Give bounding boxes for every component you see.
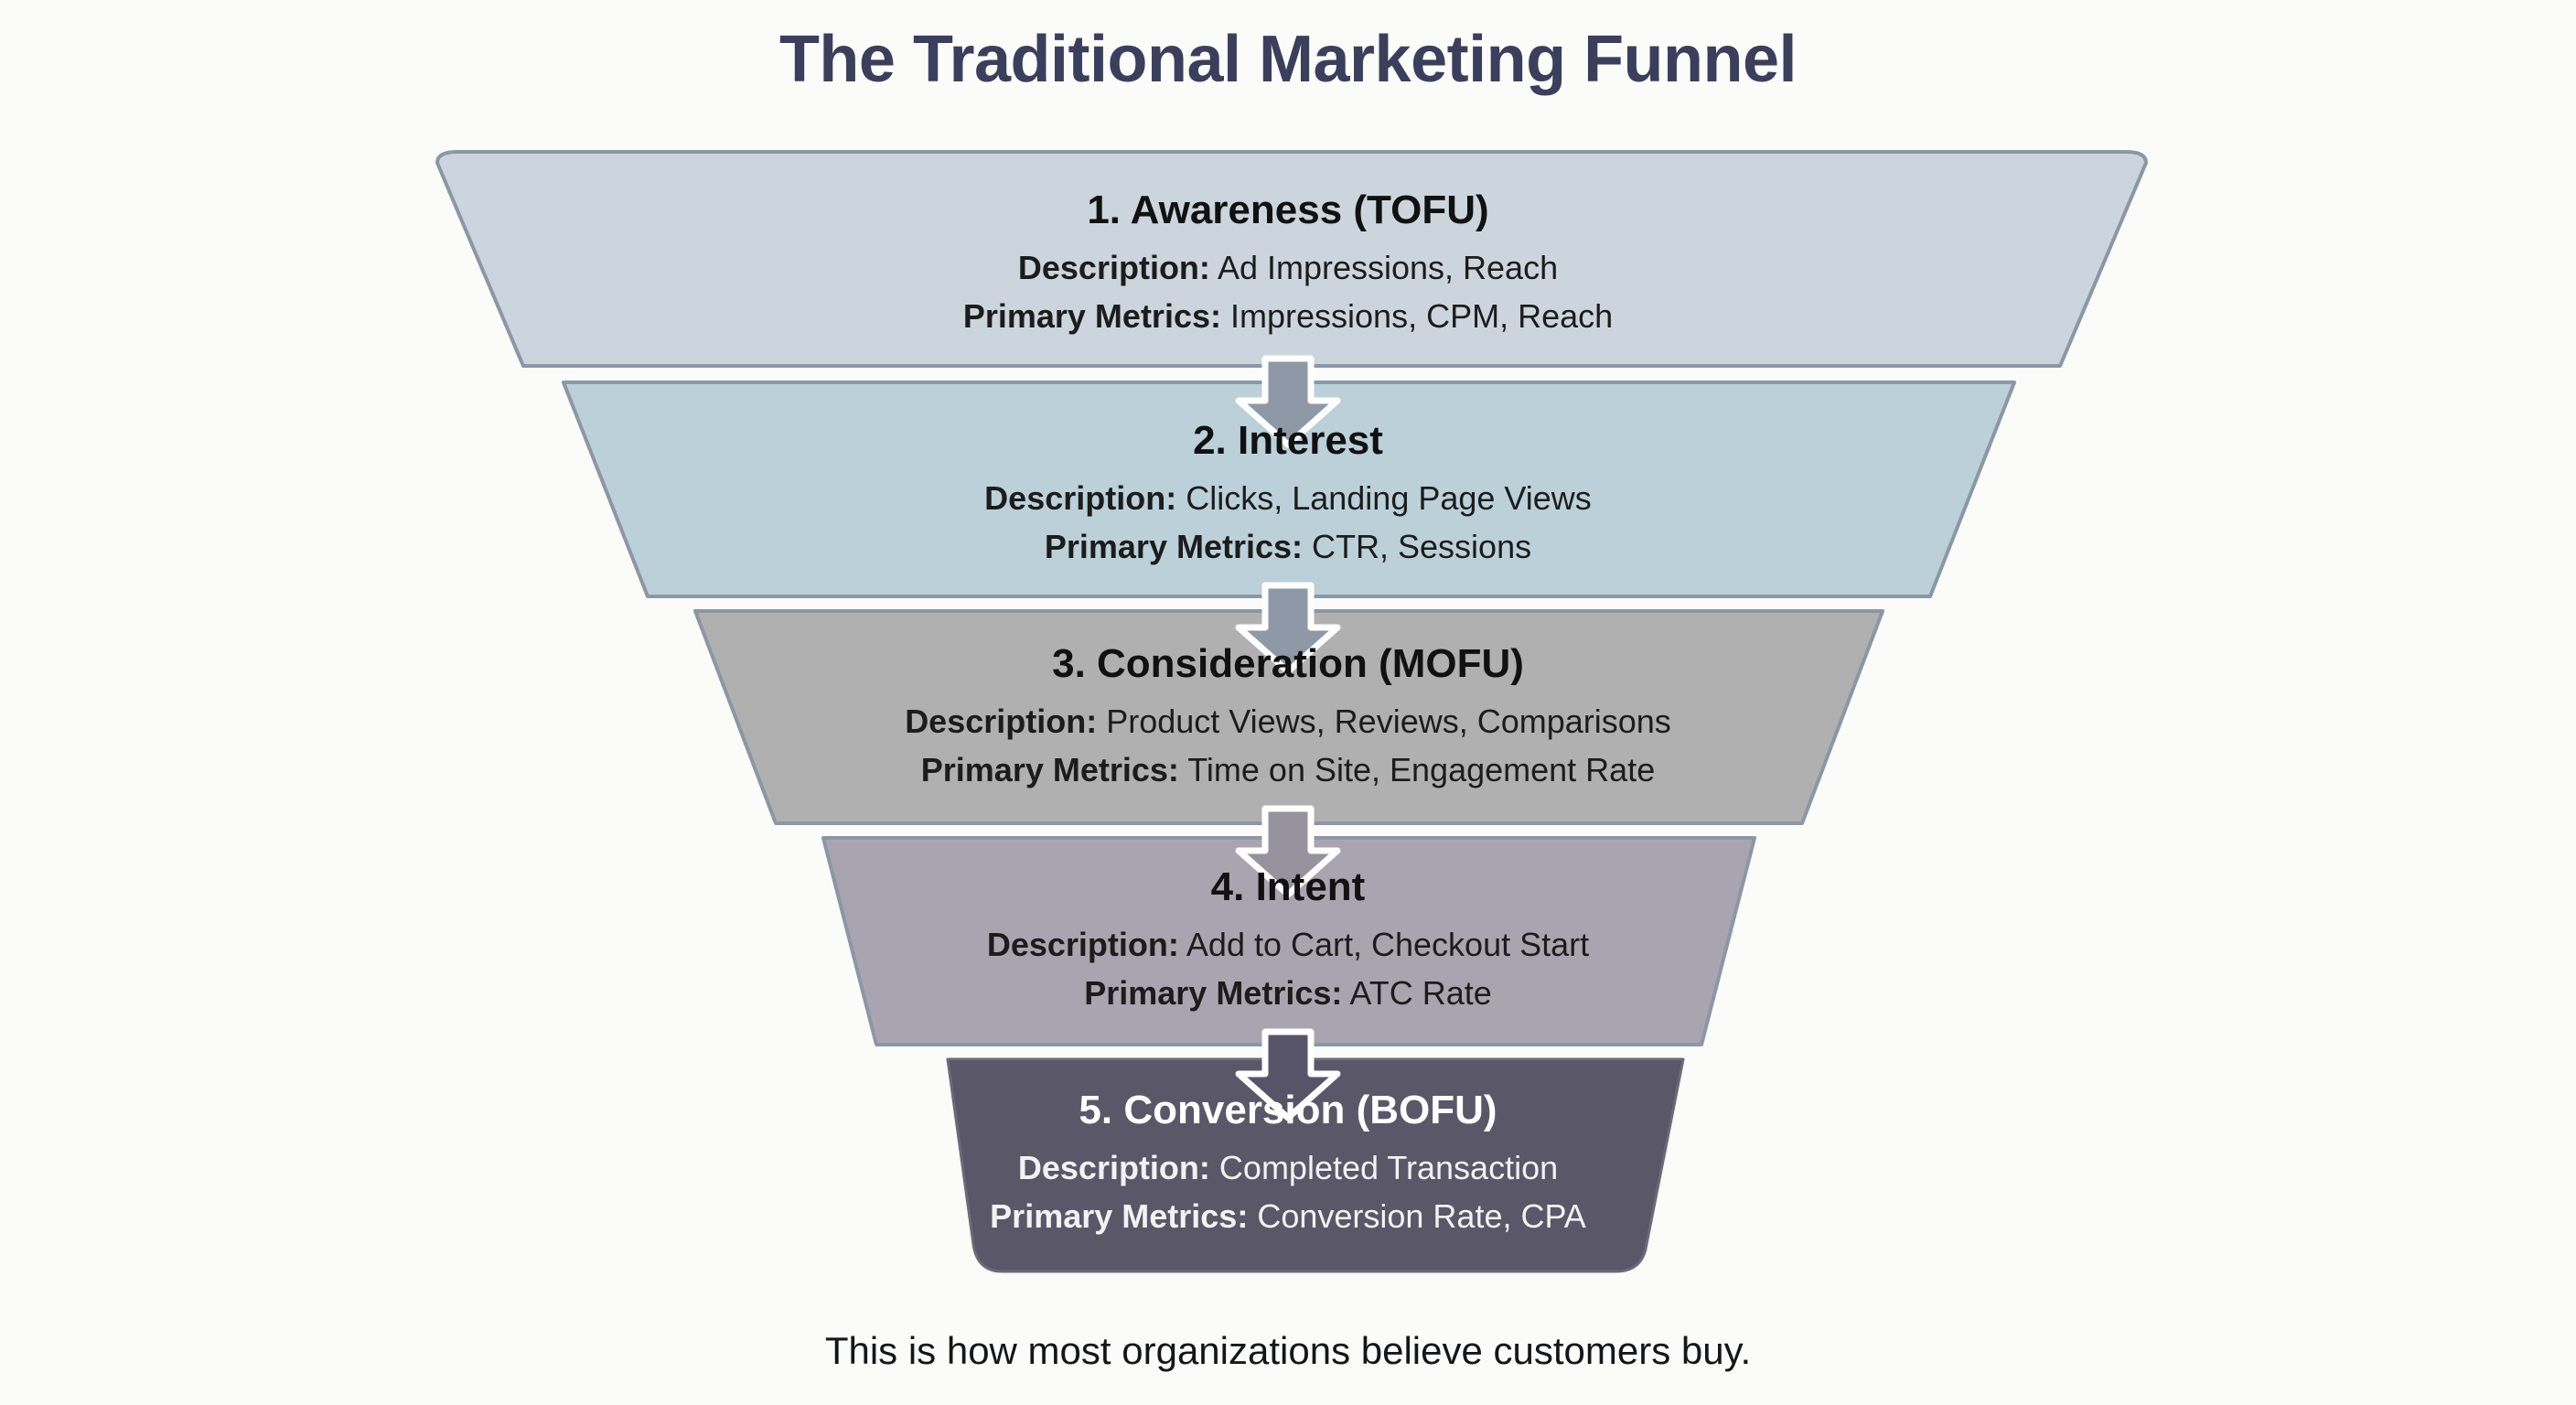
stage-5-description-value: Completed Transaction (1218, 1149, 1559, 1187)
stage-1-metrics-value: Impressions, CPM, Reach (1230, 297, 1614, 336)
stage-4-metrics: Primary Metrics: ATC Rate (0, 972, 2576, 1014)
stage-5-description: Description: Completed Transaction (0, 1147, 2576, 1188)
stage-3-metrics: Primary Metrics: Time on Site, Engagemen… (0, 749, 2576, 790)
primary-metrics-label: Primary Metrics: (1084, 974, 1343, 1013)
page-title: The Traditional Marketing Funnel (778, 23, 1798, 96)
stage-4-description-value: Add to Cart, Checkout Start (1186, 926, 1590, 964)
funnel-stage-2[interactable]: 2. Interest Description: Clicks, Landing… (0, 418, 2576, 574)
stage-3-description-value: Product Views, Reviews, Comparisons (1106, 702, 1671, 741)
primary-metrics-label: Primary Metrics: (962, 297, 1221, 336)
stage-4-title: 4. Intent (1210, 864, 1366, 909)
description-label: Description: (1017, 1149, 1210, 1187)
stage-5-metrics: Primary Metrics: Conversion Rate, CPA (0, 1196, 2576, 1237)
funnel-caption: This is how most organizations believe c… (824, 1329, 1752, 1372)
stage-5-title: 5. Conversion (BOFU) (1079, 1088, 1497, 1132)
stage-2-description-value: Clicks, Landing Page Views (1186, 479, 1592, 518)
description-label: Description: (986, 926, 1179, 964)
stage-1-description-value: Ad Impressions, Reach (1217, 249, 1559, 287)
funnel-stage-5[interactable]: 5. Conversion (BOFU) Description: Comple… (0, 1088, 2576, 1244)
stage-2-description: Description: Clicks, Landing Page Views (0, 477, 2576, 519)
stage-3-metrics-value: Time on Site, Engagement Rate (1187, 751, 1656, 789)
stage-3-title: 3. Consideration (MOFU) (1052, 641, 1524, 686)
stage-2-metrics-value: CTR, Sessions (1312, 528, 1532, 566)
funnel-stage-3[interactable]: 3. Consideration (MOFU) Description: Pro… (0, 641, 2576, 798)
stage-1-title: 1. Awareness (TOFU) (1087, 188, 1489, 232)
stage-5-metrics-value: Conversion Rate, CPA (1257, 1197, 1586, 1236)
stage-1-metrics: Primary Metrics: Impressions, CPM, Reach (0, 295, 2576, 337)
description-label: Description: (905, 702, 1098, 741)
stage-2-title: 2. Interest (1193, 418, 1383, 463)
stage-4-description: Description: Add to Cart, Checkout Start (0, 924, 2576, 965)
stage-4-metrics-value: ATC Rate (1349, 974, 1492, 1013)
funnel-stage-4[interactable]: 4. Intent Description: Add to Cart, Chec… (0, 864, 2576, 1021)
stage-3-description: Description: Product Views, Reviews, Com… (0, 701, 2576, 742)
description-label: Description: (984, 479, 1177, 518)
funnel-stage-1[interactable]: 1. Awareness (TOFU) Description: Ad Impr… (0, 188, 2576, 344)
primary-metrics-label: Primary Metrics: (1044, 528, 1304, 566)
primary-metrics-label: Primary Metrics: (920, 751, 1179, 789)
stage-2-metrics: Primary Metrics: CTR, Sessions (0, 526, 2576, 567)
primary-metrics-label: Primary Metrics: (990, 1197, 1249, 1236)
description-label: Description: (1017, 249, 1210, 287)
stage-1-description: Description: Ad Impressions, Reach (0, 247, 2576, 288)
